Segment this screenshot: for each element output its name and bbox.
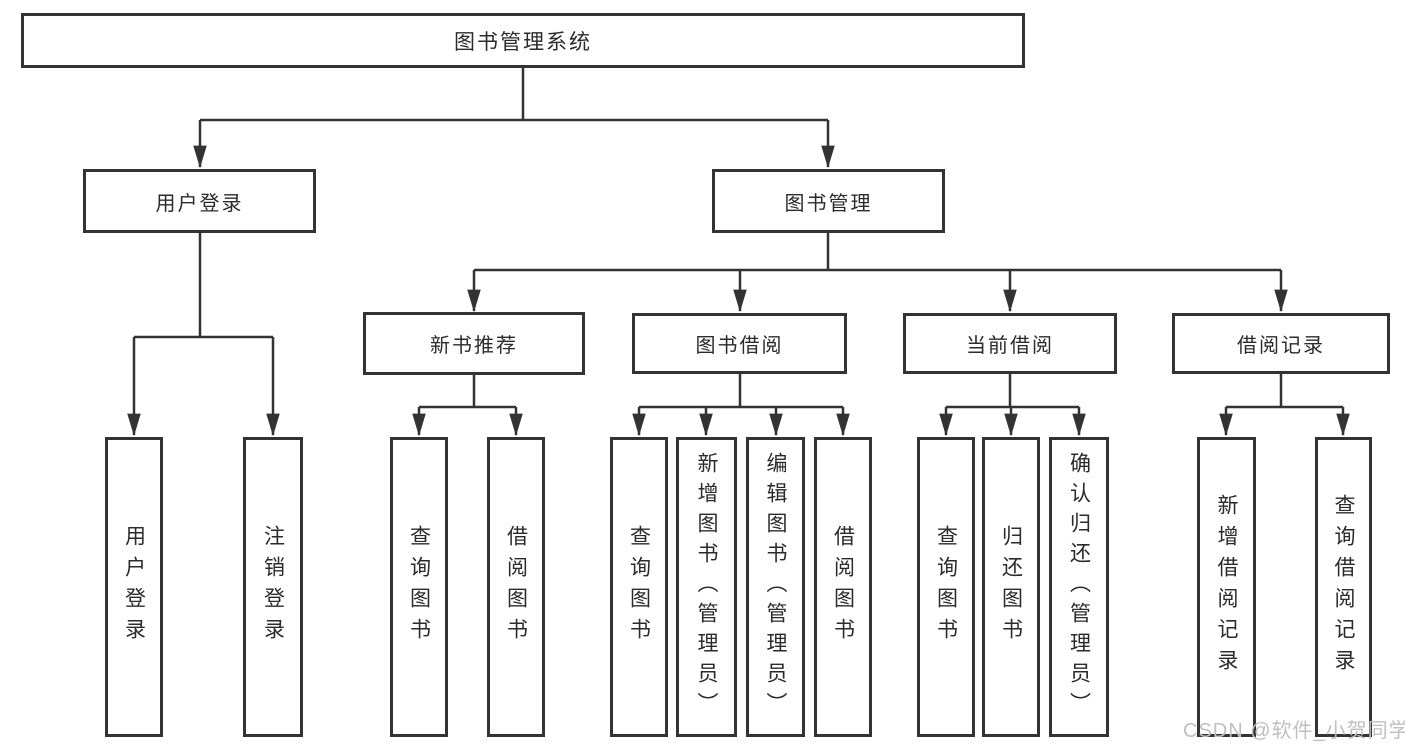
node-leaf-cb-confirm-return-admin: 确认归还（管理员） [1049, 437, 1109, 737]
node-label: 当前借阅 [966, 335, 1054, 357]
node-leaf-logout: 注销登录 [243, 437, 303, 737]
node-book-borrow: 图书借阅 [632, 313, 847, 374]
node-label: 图书借阅 [695, 335, 784, 357]
node-library-management-system: 图书管理系统 [21, 13, 1025, 68]
node-label: 借阅记录 [1237, 335, 1325, 357]
node-leaf-rec-query-books: 查询图书 [390, 437, 448, 737]
node-label: 新书推荐 [430, 335, 518, 357]
connector-current-borrow-branch [946, 374, 1079, 409]
node-leaf-br-query-record: 查询借阅记录 [1315, 437, 1372, 737]
csdn-watermark: CSDN @软件_小贺同学 [1183, 720, 1405, 742]
node-leaf-bb-edit-books-admin: 编辑图书（管理员） [746, 437, 805, 737]
node-leaf-bb-add-books-admin: 新增图书（管理员） [676, 437, 737, 737]
node-book-management: 图书管理 [712, 169, 945, 233]
connector-root-branch [200, 68, 828, 122]
node-current-borrow: 当前借阅 [903, 313, 1117, 374]
node-leaf-cb-query-books: 查询图书 [917, 437, 975, 737]
node-leaf-cb-return-books: 归还图书 [982, 437, 1040, 737]
node-label: 图书管理 [784, 192, 873, 215]
connector-borrow-records-branch [1226, 374, 1343, 409]
connector-user-login-branch [134, 233, 273, 339]
node-label: 图书管理系统 [454, 30, 592, 54]
node-label: 用户登录 [155, 192, 244, 215]
connector-new-book-branch [419, 375, 516, 409]
node-leaf-rec-borrow-books: 借阅图书 [487, 437, 545, 737]
node-leaf-bb-borrow-books: 借阅图书 [814, 437, 872, 737]
connector-book-borrow-branch [639, 374, 843, 409]
node-borrow-records: 借阅记录 [1172, 313, 1390, 374]
node-leaf-br-add-record: 新增借阅记录 [1197, 437, 1256, 737]
node-leaf-bb-query-books: 查询图书 [610, 437, 668, 737]
connector-book-mgmt-branch [474, 233, 1281, 272]
node-new-book-recommend: 新书推荐 [363, 312, 585, 375]
node-user-login: 用户登录 [83, 169, 316, 233]
node-leaf-user-login: 用户登录 [105, 437, 163, 737]
